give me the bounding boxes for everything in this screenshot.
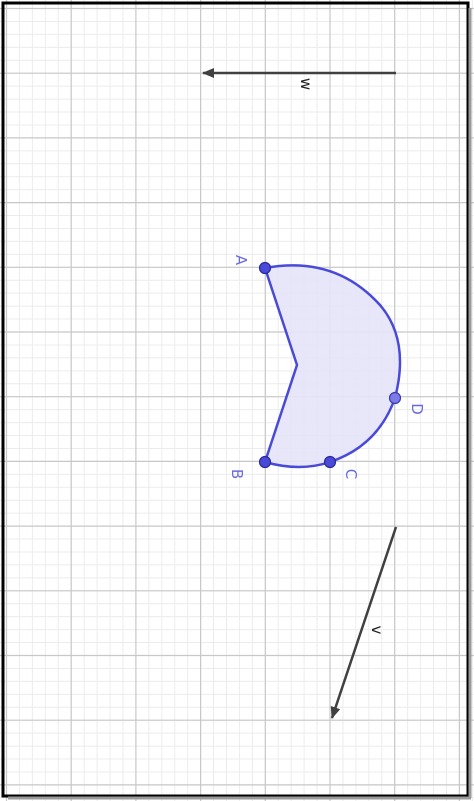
- point-d-label: D: [408, 403, 426, 415]
- vector-v-arrow[interactable]: [330, 526, 398, 719]
- point-a[interactable]: [258, 261, 272, 275]
- vector-v-label: v: [368, 626, 386, 635]
- point-a-label: A: [232, 255, 250, 266]
- point-b[interactable]: [258, 455, 272, 469]
- point-c-label: C: [342, 469, 360, 479]
- point-c[interactable]: [323, 455, 337, 469]
- point-b-label: B: [228, 469, 246, 479]
- point-d[interactable]: [388, 391, 402, 405]
- vector-w-label: w: [297, 78, 315, 90]
- shape-polygon-abcd[interactable]: [263, 264, 402, 469]
